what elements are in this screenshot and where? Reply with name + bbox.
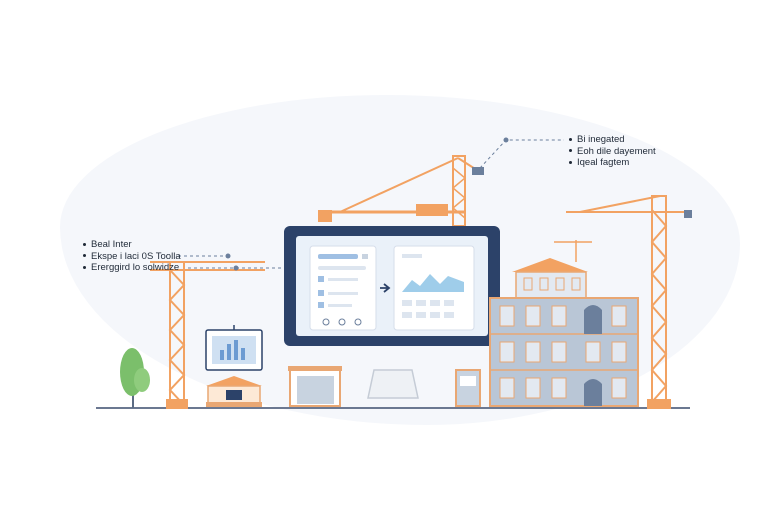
monitor <box>284 226 500 346</box>
chart-billboard-icon <box>205 325 263 371</box>
bullet-icon <box>569 160 572 164</box>
booth-icon <box>288 366 342 407</box>
callout-item: Beal Inter <box>83 239 181 251</box>
arrow-right-icon <box>380 283 391 293</box>
dashboard-panel-left <box>309 245 377 331</box>
connector-dot <box>503 137 509 143</box>
small-crane <box>554 240 592 262</box>
callout-item: Ekspe i laci 0S Toolla <box>83 251 181 263</box>
callout-item: Iqeal fagtem <box>569 157 656 169</box>
callout-left: Beal Inter Ekspe i laci 0S Toolla Erergg… <box>83 239 181 274</box>
main-crane <box>318 155 484 227</box>
door-kiosk-icon <box>455 369 481 407</box>
left-crane <box>150 261 265 409</box>
bullet-icon <box>569 149 572 153</box>
bullet-icon <box>83 242 86 246</box>
small-house-icon <box>206 376 262 407</box>
bullet-icon <box>83 265 86 269</box>
bullet-icon <box>83 254 86 258</box>
callout-item: Eoh dile dayement <box>569 146 656 158</box>
callout-item: Bi inegated <box>569 134 656 146</box>
building-icon <box>489 240 639 407</box>
connector-dot <box>233 265 239 271</box>
callout-item: Ererggird lo solwidze <box>83 262 181 274</box>
connector-dot <box>225 253 231 259</box>
dashboard-panel-right <box>393 245 475 331</box>
right-crane <box>566 195 692 409</box>
bullet-icon <box>569 137 572 141</box>
monitor-stand <box>367 369 419 399</box>
callout-right: Bi inegated Eoh dile dayement Iqeal fagt… <box>569 134 656 169</box>
tree-icon <box>120 348 150 408</box>
connector-right <box>479 139 564 169</box>
